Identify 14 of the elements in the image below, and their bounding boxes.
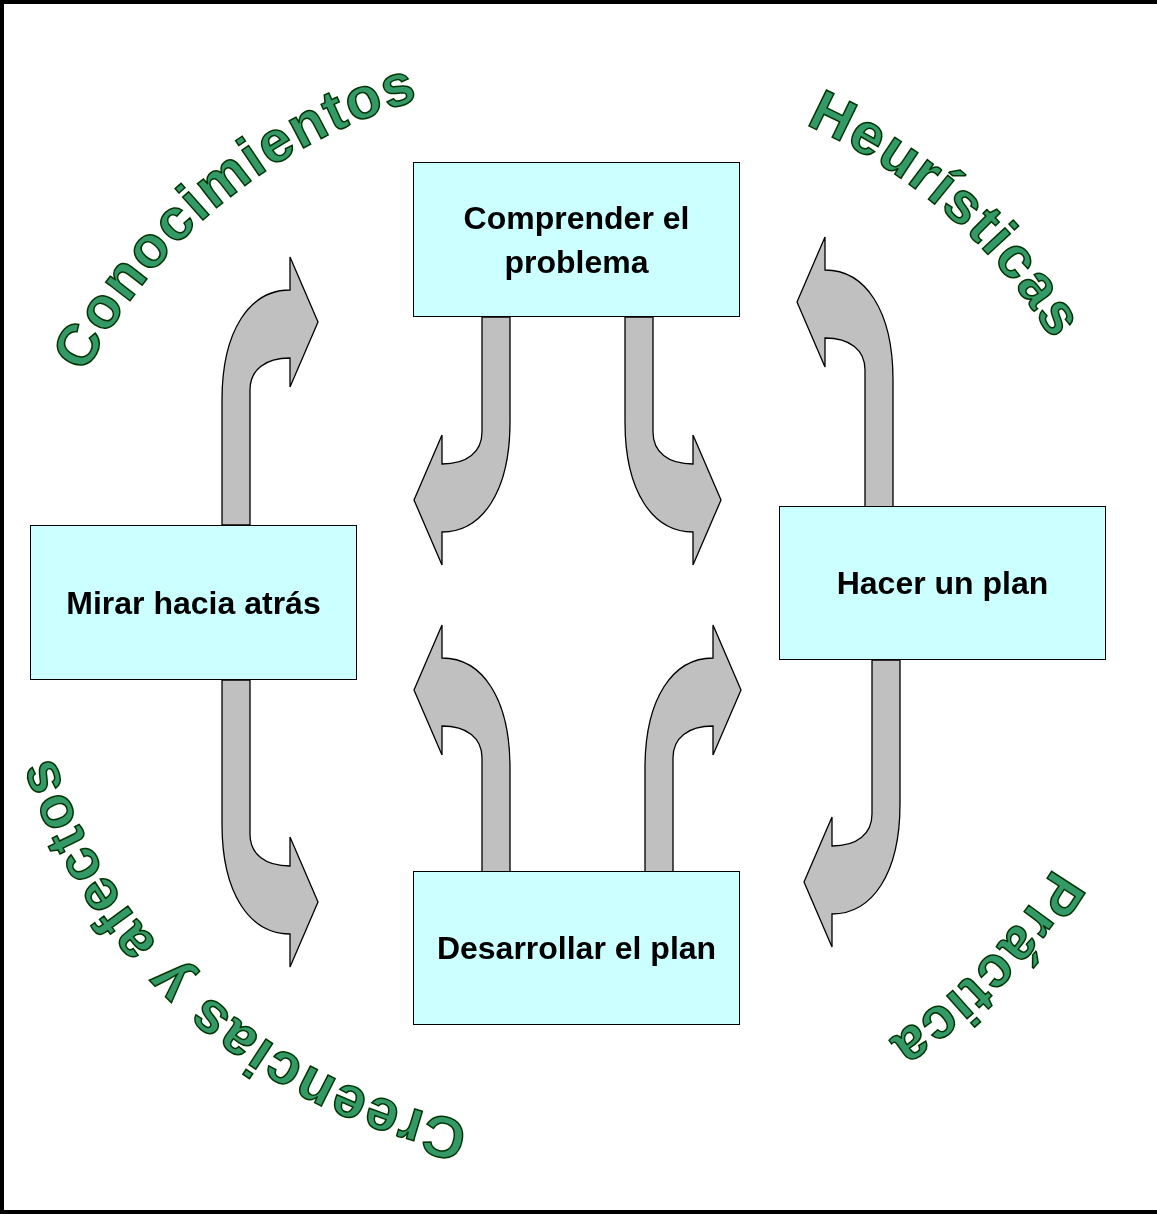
process-box	[413, 162, 740, 317]
curved-arrow	[413, 624, 511, 873]
curved-arrow	[221, 679, 319, 968]
curved-arrow	[796, 236, 894, 508]
step-label: Mirar hacia atrás	[66, 583, 321, 623]
step-label: Hacer un plan	[836, 564, 1049, 603]
step-label: Desarrollar el plan	[436, 929, 717, 968]
curved-arrow	[803, 659, 901, 948]
curved-arrow	[413, 316, 511, 566]
step-label: Comprender el problema	[462, 198, 691, 282]
process-box	[30, 525, 357, 680]
process-box	[779, 506, 1106, 660]
curved-arrow	[644, 624, 742, 873]
curved-arrow	[624, 316, 722, 566]
